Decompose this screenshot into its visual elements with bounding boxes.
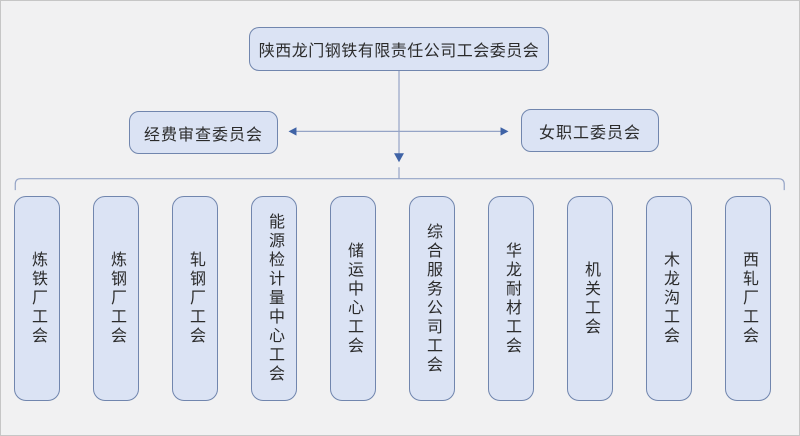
- branch-box-general-services-company: 综合服务公司工会: [409, 196, 455, 401]
- down-arrow-icon: [394, 153, 404, 163]
- org-root-label: 陕西龙门钢铁有限责任公司工会委员会: [258, 43, 540, 60]
- branch-label: 木龙沟工会: [661, 251, 678, 346]
- branch-label: 华龙耐材工会: [503, 241, 520, 356]
- committee-box-female-workers: 女职工委员会: [521, 109, 659, 152]
- branch-row: 炼铁厂工会 炼钢厂工会 轧钢厂工会 能源检计量中心工会 储运中心工会 综合服务公…: [14, 196, 771, 401]
- branch-bracket-line: [14, 178, 785, 191]
- branch-box-steelmaking: 炼钢厂工会: [93, 196, 139, 401]
- branch-label: 机关工会: [582, 260, 599, 337]
- committee-box-funds-review: 经费审查委员会: [129, 111, 278, 154]
- branch-label: 储运中心工会: [345, 241, 362, 356]
- branch-box-office: 机关工会: [567, 196, 613, 401]
- branch-box-steel-rolling: 轧钢厂工会: [172, 196, 218, 401]
- branch-box-west-rolling: 西轧厂工会: [725, 196, 771, 401]
- committee-funds-review-label: 经费审查委员会: [143, 126, 263, 144]
- branch-box-energy-metering-center: 能源检计量中心工会: [251, 196, 297, 401]
- branch-label: 综合服务公司工会: [424, 222, 441, 375]
- branch-label: 西轧厂工会: [740, 251, 757, 346]
- left-arrow-icon: [288, 127, 297, 136]
- branch-box-ironmaking: 炼铁厂工会: [14, 196, 60, 401]
- branch-box-storage-transport-center: 储运中心工会: [330, 196, 376, 401]
- branch-label: 轧钢厂工会: [187, 251, 204, 346]
- branch-box-mulonggou: 木龙沟工会: [646, 196, 692, 401]
- right-arrow-icon: [500, 127, 509, 136]
- branch-label: 能源检计量中心工会: [266, 213, 283, 384]
- org-root-box: 陕西龙门钢铁有限责任公司工会委员会: [249, 27, 549, 71]
- branch-label: 炼钢厂工会: [108, 251, 125, 346]
- branch-label: 炼铁厂工会: [29, 251, 46, 346]
- committee-female-workers-label: 女职工委员会: [538, 124, 641, 142]
- branch-box-hualong-refractory: 华龙耐材工会: [488, 196, 534, 401]
